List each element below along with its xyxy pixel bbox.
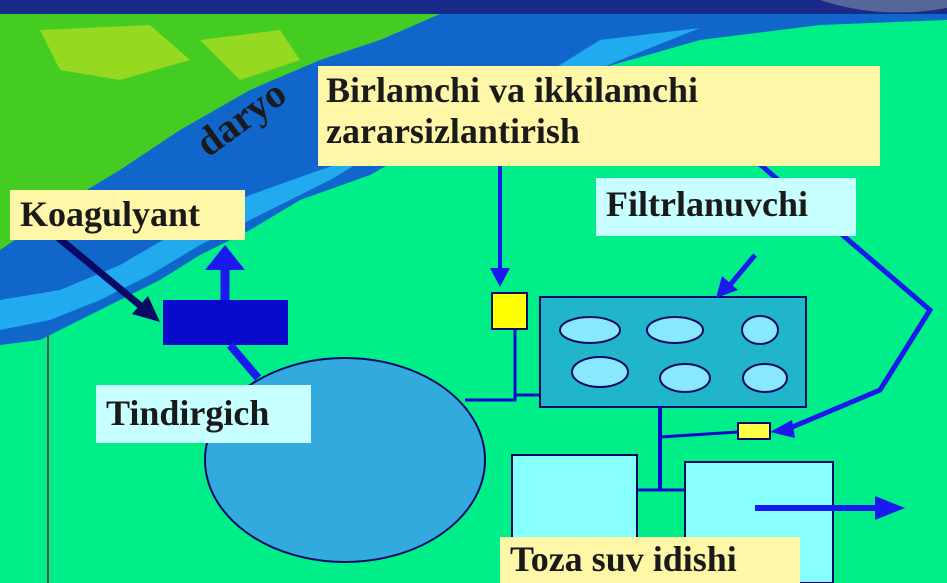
top-banner (0, 0, 947, 14)
filter-label: Filtrlanuvchi (596, 178, 856, 236)
mixer-block (163, 300, 288, 345)
output-arrowhead (875, 496, 905, 520)
disinfection-label: Birlamchi va ikkilamchi zararsizlantiris… (318, 66, 880, 166)
coagulant-arrow-line (52, 232, 151, 315)
disinfection-arrowhead (490, 268, 510, 287)
clean-tank-label: Toza suv idishi (500, 537, 800, 583)
disinfection-label-line2: zararsizlantirish (326, 111, 580, 152)
filter-arrowhead (716, 276, 738, 298)
secondary-feed-pipe (659, 430, 739, 439)
coagulant-arrowhead (132, 296, 160, 322)
filter-arrow-line (728, 253, 757, 287)
filter-hole (559, 316, 621, 344)
filter-hole (659, 363, 711, 393)
filter-hole (742, 363, 788, 393)
mixer-up-arrowhead (205, 245, 245, 270)
mixer-to-settler-pipe (226, 342, 262, 381)
chlorinator-box (491, 292, 528, 330)
filter-hole (571, 356, 629, 388)
river-light-band (0, 150, 380, 330)
bank-yellow-patches (40, 25, 300, 80)
secondary-chlorinator (737, 422, 771, 440)
settler-label: Tindirgich (96, 385, 311, 443)
filter-hole (741, 315, 779, 345)
secondary-disinfection-arrowhead (770, 420, 795, 438)
coagulant-label: Koagulyant (10, 190, 245, 240)
disinfection-label-line1: Birlamchi va ikkilamchi (326, 70, 699, 110)
filter-hole (646, 316, 704, 344)
banner-decoration (820, 0, 947, 13)
